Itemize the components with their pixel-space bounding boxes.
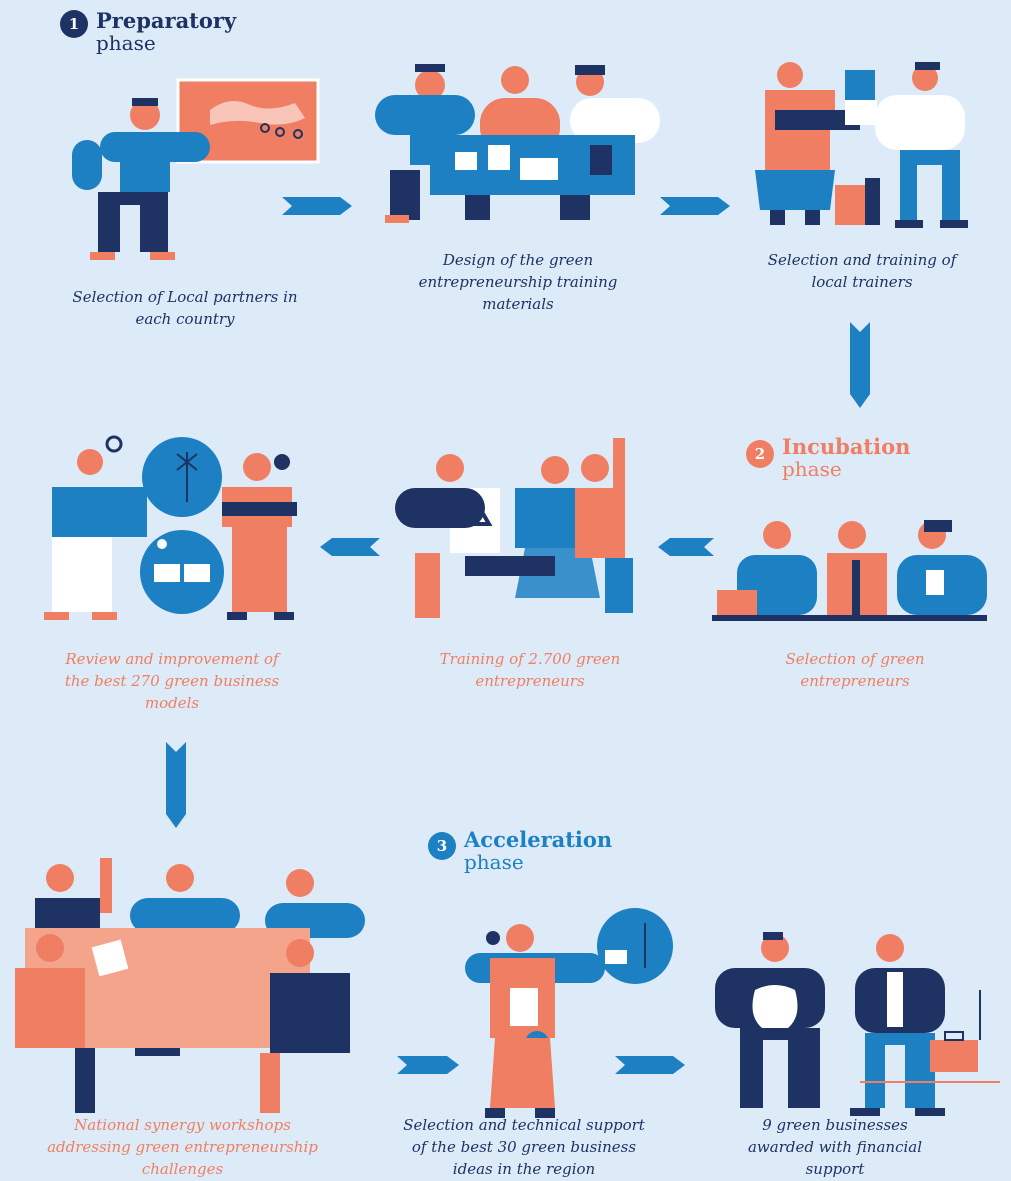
phase-2-title: Incubation <box>782 434 911 459</box>
magnifier-icon <box>105 435 123 453</box>
phase-2-number: 2 <box>746 440 774 468</box>
step-4-illustration <box>712 520 987 621</box>
wind-turbine-icon <box>142 437 222 517</box>
phase-1-number: 1 <box>60 10 88 38</box>
solar-panel-icon <box>140 530 224 614</box>
phase-2-header: 2 Incubation phase <box>746 436 910 480</box>
step-8-illustration <box>465 908 673 1118</box>
phase-3-subtitle: phase <box>464 850 524 874</box>
step-9-illustration <box>715 932 1000 1116</box>
caption-step-2: Design of the green entrepreneurship tra… <box>418 251 618 313</box>
phase-1-header: 1 Preparatory phase <box>60 10 236 54</box>
step-7-illustration <box>15 858 365 1113</box>
money-bag-icon <box>752 985 798 1035</box>
caption-step-5: Training of 2.700 green entrepreneurs <box>439 650 621 690</box>
arrow-6-to-7 <box>166 742 186 828</box>
phase-3-header: 3 Acceleration phase <box>428 829 612 873</box>
phase-2-subtitle: phase <box>782 457 842 481</box>
phase-1-title: Preparatory <box>96 8 237 33</box>
phase-3-number: 3 <box>428 832 456 860</box>
arrow-3-to-4 <box>850 322 870 408</box>
briefcase-icon <box>930 1031 978 1072</box>
step-5-illustration <box>395 438 633 618</box>
caption-step-1: Selection of Local partners in each coun… <box>72 288 298 328</box>
arrow-7-to-8 <box>397 1056 459 1074</box>
arrow-5-to-6 <box>320 538 380 556</box>
caption-step-3: Selection and training of local trainers <box>767 251 957 291</box>
arrow-8-to-9 <box>615 1056 685 1074</box>
caption-step-7: National synergy workshops addressing gr… <box>47 1116 318 1178</box>
phase-3-title: Acceleration <box>464 827 613 852</box>
arrow-1-to-2 <box>282 197 352 215</box>
caption-step-6: Review and improvement of the best 270 g… <box>64 650 280 712</box>
arrow-2-to-3 <box>660 197 730 215</box>
caption-step-4: Selection of green entrepreneurs <box>785 650 925 690</box>
step-6-illustration <box>44 435 297 620</box>
arrow-4-to-5 <box>658 538 714 556</box>
caption-step-8: Selection and technical support of the b… <box>403 1116 645 1178</box>
step-2-illustration <box>375 64 660 223</box>
step-1-illustration <box>72 78 320 260</box>
step-3-illustration <box>755 62 968 228</box>
phase-1-subtitle: phase <box>96 31 156 55</box>
caption-step-9: 9 green businesses awarded with financia… <box>747 1116 923 1178</box>
